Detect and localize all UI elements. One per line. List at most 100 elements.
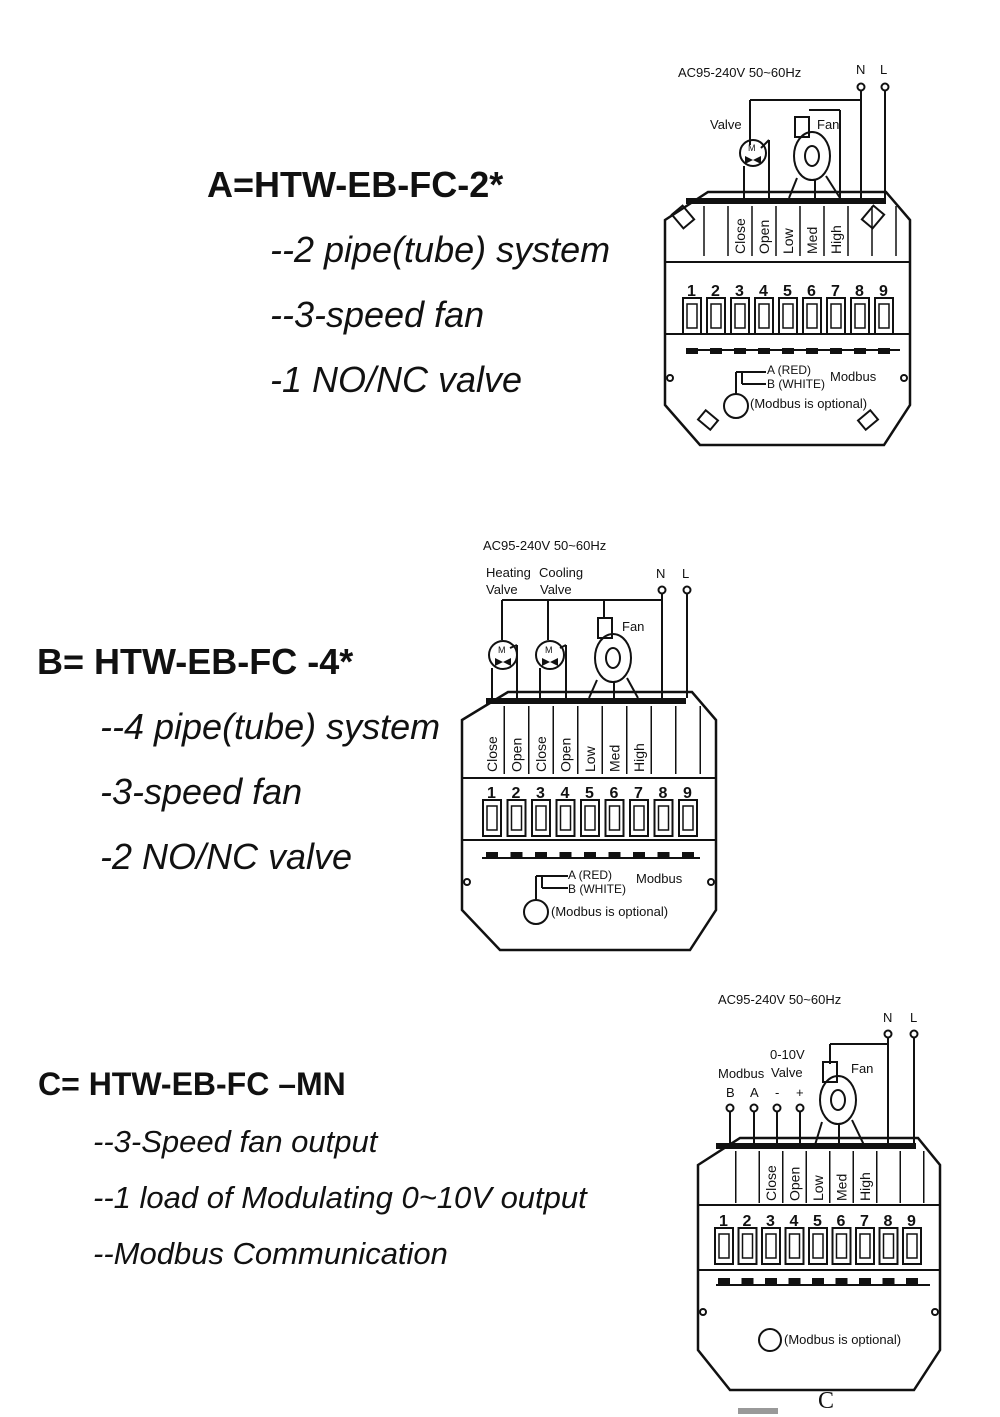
terminal-pad-8 xyxy=(854,348,866,354)
terminal-pad-1 xyxy=(686,348,698,354)
fan-label-b: Fan xyxy=(622,619,644,634)
title-b: B= HTW-EB-FC -4* xyxy=(37,641,354,682)
terminal-pad-6 xyxy=(806,348,818,354)
heating-valve-m: M xyxy=(498,645,506,655)
terminal-screw-3 xyxy=(765,1233,777,1259)
l-terminal-c xyxy=(909,1029,919,1039)
terminal-label-6: Med xyxy=(607,745,623,772)
diagram-a: AC95-240V 50~60Hz N L Valve M Fan xyxy=(663,62,912,447)
l-terminal-b xyxy=(682,585,692,595)
terminal-label-4: Open xyxy=(787,1167,803,1201)
terminal-pad-7 xyxy=(859,1278,871,1284)
terminal-slot-4 xyxy=(754,297,774,335)
terminal-number-2: 2 xyxy=(743,1213,752,1230)
terminal-pad-4 xyxy=(559,852,572,858)
terminal-screw-4 xyxy=(559,805,572,831)
terminal-pad-8 xyxy=(882,1278,895,1284)
cooling-valve-l1: Cooling xyxy=(539,565,583,580)
terminal-number-1: 1 xyxy=(687,283,696,300)
terminal-label-7: High xyxy=(828,225,844,254)
terminal-screw-1 xyxy=(686,303,698,329)
terminal-screw-3 xyxy=(734,303,746,329)
terminal-slot-7 xyxy=(629,799,649,837)
pin-b: B xyxy=(726,1085,735,1100)
footer-bar xyxy=(738,1408,778,1414)
terminal-pad-2 xyxy=(710,348,722,354)
power-label-b: AC95-240V 50~60Hz xyxy=(483,538,606,553)
terminal-number-7: 7 xyxy=(860,1213,869,1230)
terminal-slot-9 xyxy=(678,799,698,837)
terminal-number-5: 5 xyxy=(813,1213,822,1230)
modbus-label-a: Modbus xyxy=(830,369,877,384)
n-label-b: N xyxy=(656,566,665,581)
terminal-pad-3 xyxy=(535,852,547,858)
terminal-number-8: 8 xyxy=(884,1213,893,1230)
modbus-port-a xyxy=(723,393,749,419)
terminal-number-3: 3 xyxy=(536,785,545,802)
terminal-slot-1 xyxy=(714,1227,734,1265)
terminal-screw-6 xyxy=(835,1233,848,1259)
power-label-a: AC95-240V 50~60Hz xyxy=(678,65,801,80)
terminal-screw-4 xyxy=(758,303,770,329)
terminal-slot-9 xyxy=(874,297,894,335)
title-a: A=HTW-EB-FC-2* xyxy=(207,164,504,205)
l-label-c: L xyxy=(910,1010,917,1025)
terminal-label-4: Open xyxy=(558,738,574,772)
terminal-screw-8 xyxy=(657,805,670,831)
modbus-b-wire-a: B (WHITE) xyxy=(767,377,825,391)
terminal-number-4: 4 xyxy=(561,785,570,802)
terminal-number-5: 5 xyxy=(783,283,792,300)
terminal-number-8: 8 xyxy=(659,785,668,802)
terminal-number-8: 8 xyxy=(855,283,864,300)
terminal-slot-2 xyxy=(506,799,527,837)
terminal-number-3: 3 xyxy=(766,1213,775,1230)
modbus-note-c: (Modbus is optional) xyxy=(784,1332,901,1347)
terminal-screw-7 xyxy=(859,1233,871,1259)
terminal-screw-5 xyxy=(782,303,794,329)
cooling-valve-motor xyxy=(535,640,565,670)
terminal-number-5: 5 xyxy=(585,785,594,802)
terminal-number-1: 1 xyxy=(487,785,496,802)
cooling-valve-m: M xyxy=(545,645,553,655)
terminal-screw-5 xyxy=(812,1233,824,1259)
n-terminal-c xyxy=(883,1029,893,1039)
terminal-number-9: 9 xyxy=(683,785,692,802)
terminal-pad-9 xyxy=(682,852,694,858)
diagram-c: AC95-240V 50~60Hz N L Modbus 0-10V Valve… xyxy=(696,992,942,1392)
l-label-a: L xyxy=(880,62,887,77)
terminal-slot-4 xyxy=(555,799,576,837)
terminal-pad-2 xyxy=(741,1278,754,1284)
terminal-screw-2 xyxy=(710,303,722,329)
terminal-pad-8 xyxy=(657,852,670,858)
terminal-pad-1 xyxy=(486,852,498,858)
heating-valve-l1: Heating xyxy=(486,565,531,580)
fan-coil-b xyxy=(594,633,632,683)
terminal-slot-7 xyxy=(826,297,846,335)
diagram-b: AC95-240V 50~60Hz N L Heating Valve Cool… xyxy=(460,538,718,952)
terminal-slot-2 xyxy=(737,1227,758,1265)
terminal-slot-1 xyxy=(482,799,502,837)
feature-a-3: -1 NO/NC valve xyxy=(270,359,523,400)
terminal-pad-3 xyxy=(765,1278,777,1284)
terminal-slot-6 xyxy=(802,297,822,335)
feature-b-2: -3-speed fan xyxy=(100,771,303,812)
n-terminal-a xyxy=(856,82,866,92)
housing-b xyxy=(460,690,718,952)
terminal-screw-2 xyxy=(510,805,523,831)
fan-label-a: Fan xyxy=(817,117,839,132)
terminal-screw-6 xyxy=(608,805,621,831)
terminal-screw-7 xyxy=(633,805,645,831)
terminal-label-3: Close xyxy=(732,218,748,254)
terminal-pad-6 xyxy=(608,852,621,858)
terminal-pad-4 xyxy=(758,348,770,354)
pin-plus: + xyxy=(796,1085,804,1100)
modbus-label-b: Modbus xyxy=(636,871,683,886)
terminal-label-5: Low xyxy=(780,227,796,254)
terminal-screw-4 xyxy=(788,1233,801,1259)
terminal-screw-1 xyxy=(486,805,498,831)
terminal-label-7: High xyxy=(631,743,647,772)
fan-label-c: Fan xyxy=(851,1061,873,1076)
terminal-pad-7 xyxy=(830,348,842,354)
